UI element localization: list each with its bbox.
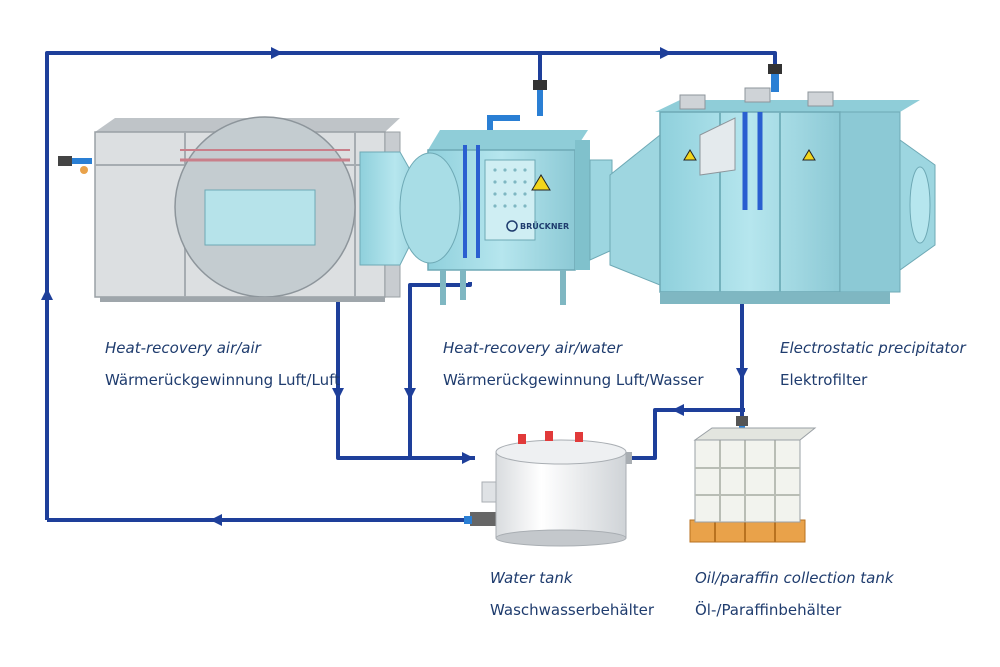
oil-tank-unit	[689, 427, 817, 543]
pipe-tank-to-oil	[630, 408, 745, 460]
flow-arrow-icon	[404, 388, 416, 400]
valve-icon	[464, 512, 496, 526]
flow-arrow-icon	[271, 47, 283, 59]
flow-arrow-icon	[41, 288, 53, 300]
valve-icon	[58, 156, 92, 174]
hr-air-air-unit	[94, 116, 431, 302]
label-en: Heat-recovery air/air	[105, 339, 261, 357]
flow-arrow-icon	[660, 47, 672, 59]
label-de: Elektrofilter	[780, 371, 868, 389]
water-tank-unit	[481, 431, 632, 547]
flow-arrow-icon	[736, 368, 748, 380]
label-de: Waschwasserbehälter	[490, 601, 655, 619]
label-de: Wärmerückgewinnung Luft/Luft	[105, 371, 340, 389]
label-esp: Electrostatic precipitator Elektrofilter	[780, 339, 966, 389]
label-en: Heat-recovery air/water	[443, 339, 623, 357]
brand-name: BRÜCKNER	[520, 221, 569, 231]
label-water-tank: Water tank Waschwasserbehälter	[490, 569, 654, 619]
label-en: Oil/paraffin collection tank	[695, 569, 894, 587]
label-de: Öl-/Paraffinbehälter	[695, 601, 842, 619]
warning-sign-icon	[802, 149, 816, 161]
flow-arrow-icon	[332, 388, 344, 400]
pipe-top-main	[45, 51, 777, 520]
valve-icon	[533, 80, 547, 116]
hr-air-water-unit: BRÜCKNER	[399, 115, 613, 305]
flow-arrows	[41, 47, 748, 526]
warning-sign-icon	[531, 174, 551, 191]
label-de: Wärmerückgewinnung Luft/Wasser	[443, 371, 704, 389]
label-en: Electrostatic precipitator	[780, 339, 966, 357]
flow-arrow-icon	[672, 404, 684, 416]
warning-sign-icon	[683, 149, 697, 161]
valve-icon	[768, 64, 782, 92]
esp-unit	[609, 87, 936, 304]
label-oil-tank: Oil/paraffin collection tank Öl-/Paraffi…	[695, 569, 894, 619]
flow-arrow-icon	[462, 452, 474, 464]
brand-logo-icon: BRÜCKNER	[506, 220, 569, 232]
label-hr-air-air: Heat-recovery air/air Wärmerückgewinnung…	[105, 339, 340, 389]
flow-arrow-icon	[210, 514, 222, 526]
label-hr-air-water: Heat-recovery air/water Wärmerückgewinnu…	[443, 339, 704, 389]
label-en: Water tank	[490, 569, 573, 587]
